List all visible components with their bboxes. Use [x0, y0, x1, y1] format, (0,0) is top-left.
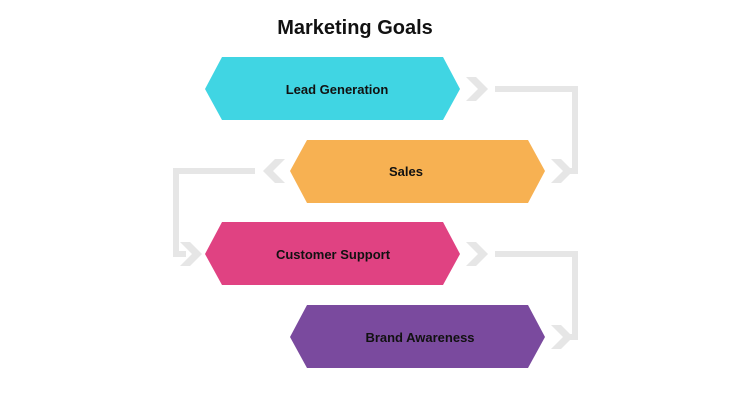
goal-label: Customer Support	[276, 247, 391, 262]
goal-shape	[205, 222, 460, 285]
chevron-right-icon	[466, 242, 488, 266]
connector-1-to-2	[466, 77, 578, 183]
diagram-title: Marketing Goals	[277, 17, 433, 39]
chevron-left-icon	[263, 159, 285, 183]
connector-3-to-4	[466, 242, 578, 349]
goal-shape	[205, 57, 460, 120]
goal-label: Brand Awareness	[365, 330, 474, 345]
goal-customer-support: Customer Support	[205, 222, 460, 285]
chevron-right-icon	[551, 325, 573, 349]
goal-label: Lead Generation	[286, 82, 389, 97]
chevron-right-icon	[466, 77, 488, 101]
connector-2-to-3	[173, 159, 285, 266]
goal-label: Sales	[389, 164, 423, 179]
goal-shape	[290, 140, 545, 203]
goal-brand-awareness: Brand Awareness	[290, 305, 545, 368]
chevron-right-icon	[180, 242, 202, 266]
chevron-right-icon	[551, 159, 573, 183]
goal-shape	[290, 305, 545, 368]
goal-lead-generation: Lead Generation	[205, 57, 460, 120]
goal-sales: Sales	[290, 140, 545, 203]
